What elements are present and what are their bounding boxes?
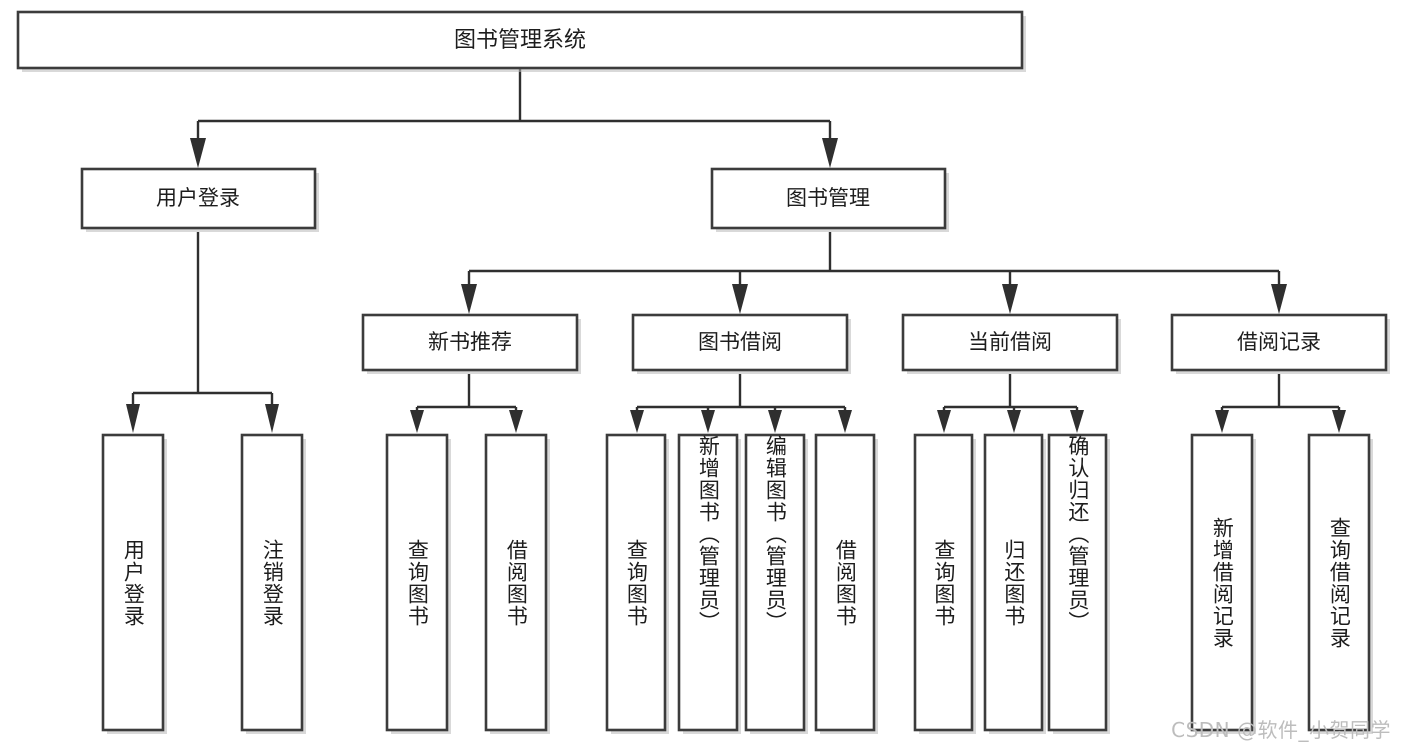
node-borrow-record[interactable]: 借阅记录 [1170,313,1390,374]
node-root-label: 图书管理系统 [454,28,586,53]
arrow-head-leaf-user-login [126,404,140,433]
leaf-logout-rect [240,433,304,732]
leaf-node-edit-book-admin[interactable] [744,433,808,734]
arrow-head-new-book [461,284,477,314]
node-current-borrow-rect [901,313,1119,372]
node-book-borrow[interactable]: 图书借阅 [631,313,851,374]
node-new-book-recommend-rect [361,313,579,372]
node-borrow-record-label: 借阅记录 [1237,330,1321,354]
arrow-head-cb-leaf-3 [1070,410,1084,433]
leaf-bb-1-rect [605,433,667,732]
arrow-head-br-leaf-2 [1332,410,1346,433]
leaf-node-logout[interactable] [240,433,306,734]
node-user-login[interactable]: 用户登录 [80,167,319,232]
leaf-nb-1-rect [385,433,449,732]
node-current-borrow[interactable]: 当前借阅 [901,313,1121,374]
leaf-node-return-book[interactable] [983,433,1046,734]
node-new-book-recommend[interactable]: 新书推荐 [361,313,581,374]
leaf-node-user-login-action[interactable] [101,433,167,734]
leaf-node-add-book-admin[interactable] [677,433,741,734]
arrow-head-user-login [190,138,206,168]
node-root-rect [16,10,1024,70]
connectors-layer [126,68,1346,433]
nodes-layer: 图书管理系统 用户登录 图书管理 新书推荐 [16,10,1390,734]
leaf-node-borrow-book-bb[interactable] [814,433,878,734]
leaf-bb-2-rect [677,433,739,732]
leaf-node-confirm-return-admin[interactable] [1047,433,1110,734]
leaf-nb-2-rect [484,433,548,732]
arrow-head-borrow-record [1271,284,1287,314]
arrow-head-leaf-logout [265,404,279,433]
leaf-node-query-book-bb[interactable] [605,433,669,734]
leaf-node-add-borrow-record[interactable] [1190,433,1256,734]
arrow-head-cb-leaf-2 [1007,410,1021,433]
leaf-br-2-rect [1307,433,1371,732]
node-new-book-recommend-label: 新书推荐 [428,330,512,354]
arrow-head-nb-leaf-1 [410,410,424,433]
leaf-cb-2-rect [983,433,1044,732]
node-user-login-label: 用户登录 [156,186,240,210]
leaf-bb-4-rect [814,433,876,732]
node-user-login-rect [80,167,317,230]
node-current-borrow-label: 当前借阅 [968,330,1052,354]
node-borrow-record-rect [1170,313,1388,372]
arrow-head-nb-leaf-2 [509,410,523,433]
node-book-management[interactable]: 图书管理 [710,167,949,232]
leaf-node-query-book-nb[interactable] [385,433,451,734]
leaf-node-borrow-book-nb[interactable] [484,433,550,734]
leaf-node-query-borrow-record[interactable] [1307,433,1373,734]
node-book-management-label: 图书管理 [786,186,870,210]
arrow-head-book-manage [822,138,838,168]
leaf-node-query-book-cb[interactable] [913,433,976,734]
leaf-cb-3-rect [1047,433,1108,732]
node-root-book-management-system[interactable]: 图书管理系统 [16,10,1026,72]
csdn-watermark: CSDN @软件_小贺同学 [1171,718,1391,742]
leaf-user-login-rect [101,433,165,732]
arrow-head-cb-leaf-1 [937,410,951,433]
arrow-head-bb-leaf-4 [838,410,852,433]
leaf-bb-3-rect [744,433,806,732]
node-book-borrow-rect [631,313,849,372]
node-book-borrow-label: 图书借阅 [698,330,782,354]
leaf-br-1-rect [1190,433,1254,732]
arrow-head-bb-leaf-3 [768,410,782,433]
arrow-head-bb-leaf-2 [701,410,715,433]
arrow-head-br-leaf-1 [1215,410,1229,433]
arrow-head-current-borrow [1002,284,1018,314]
node-book-management-rect [710,167,947,230]
arrow-head-book-borrow [732,284,748,314]
arrow-head-bb-leaf-1 [630,410,644,433]
leaf-cb-1-rect [913,433,974,732]
